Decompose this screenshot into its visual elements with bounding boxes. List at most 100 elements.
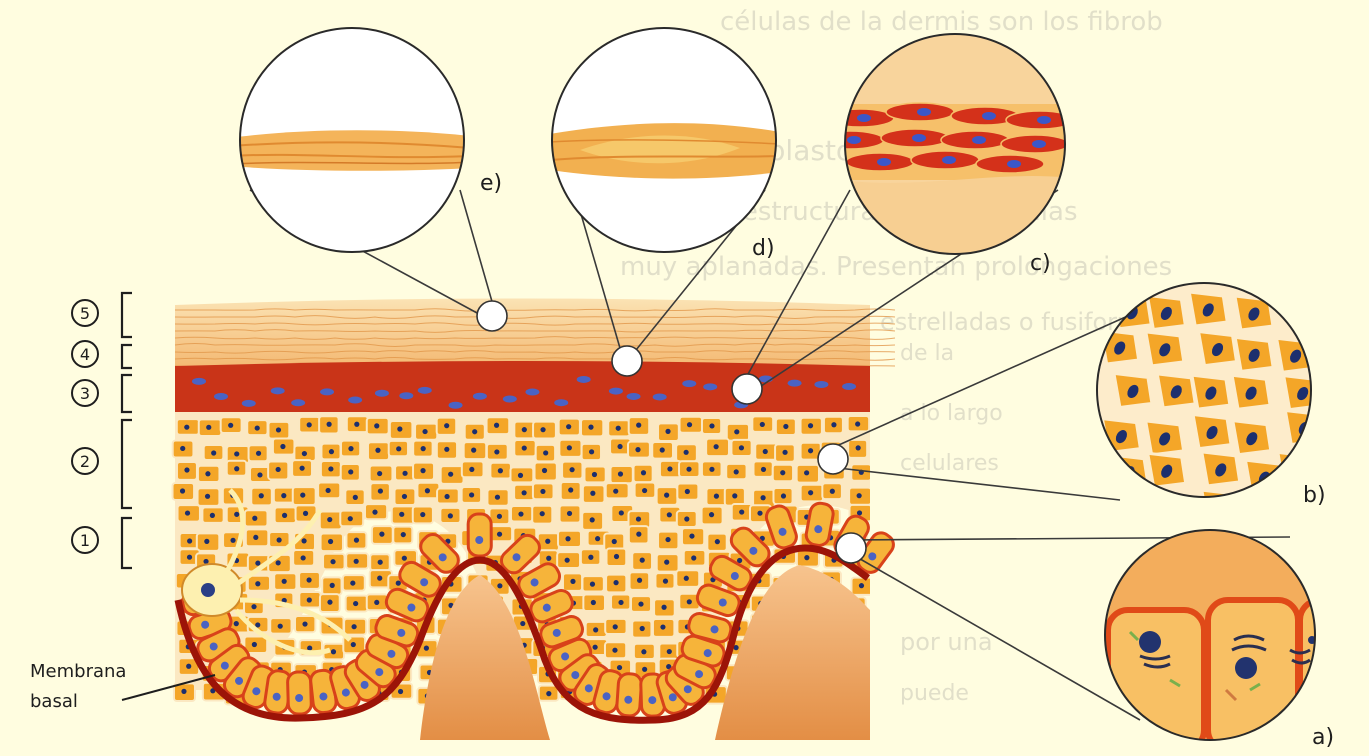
spinous-nucleus: [613, 580, 618, 585]
bg-text-line: celulares: [900, 451, 999, 476]
spinous-nucleus: [184, 467, 189, 472]
spinous-nucleus: [804, 555, 809, 560]
spinous-nucleus: [301, 555, 306, 560]
spinous-nucleus: [760, 422, 765, 427]
spinous-nucleus: [252, 642, 257, 647]
spinous-nucleus: [375, 448, 380, 453]
spinous-nucleus: [588, 555, 593, 560]
spinous-nucleus: [444, 447, 449, 452]
layer-1-badge: 1: [72, 527, 98, 553]
spinous-nucleus: [421, 446, 426, 451]
granular-nucleus: [525, 389, 539, 396]
spinous-nucleus: [181, 689, 186, 694]
spinous-nucleus: [641, 470, 646, 475]
spinous-nucleus: [402, 556, 407, 561]
basal-cell: [287, 672, 311, 715]
callout-label-e: e): [480, 171, 502, 196]
spinous-nucleus: [540, 489, 545, 494]
spinous-nucleus: [353, 601, 358, 606]
spinous-nucleus: [522, 427, 527, 432]
spinous-nucleus: [781, 493, 786, 498]
basal-cell: [616, 673, 642, 716]
spinous-nucleus: [640, 558, 645, 563]
granular-nucleus: [375, 390, 389, 397]
granular-cell-nucleus: [917, 108, 931, 116]
granular-nucleus: [503, 396, 517, 403]
spinous-nucleus: [592, 472, 597, 477]
granular-nucleus: [291, 399, 305, 406]
spinous-nucleus: [374, 600, 379, 605]
spinous-nucleus: [689, 533, 694, 538]
spinous-nucleus: [540, 427, 545, 432]
spinous-nucleus: [660, 624, 665, 629]
spinous-nucleus: [732, 493, 737, 498]
spinous-nucleus: [635, 447, 640, 452]
spinous-nucleus: [715, 539, 720, 544]
spinous-nucleus: [546, 691, 551, 696]
spinous-nucleus: [444, 423, 449, 428]
spinous-nucleus: [686, 467, 691, 472]
spinous-nucleus: [691, 555, 696, 560]
layer-2-badge: 2: [72, 448, 98, 474]
marker-c: [732, 374, 762, 404]
spinous-nucleus: [616, 426, 621, 431]
bg-text-line: de la: [900, 341, 954, 366]
marker-d: [612, 346, 642, 376]
layer-4-number: 4: [80, 345, 90, 364]
granular-nucleus: [703, 383, 717, 390]
spinous-nucleus: [180, 446, 185, 451]
spinous-nucleus: [277, 537, 282, 542]
spinous-cell-large: [1150, 491, 1188, 525]
spinous-nucleus: [379, 532, 384, 537]
spinous-nucleus: [328, 539, 333, 544]
spinous-nucleus: [714, 494, 719, 499]
spinous-nucleus: [494, 423, 499, 428]
granular-nucleus: [348, 397, 362, 404]
spinous-nucleus: [804, 470, 809, 475]
spinous-nucleus: [660, 447, 665, 452]
spinous-nucleus: [687, 599, 692, 604]
spinous-nucleus: [612, 539, 617, 544]
spinous-nucleus: [808, 490, 813, 495]
melanocyte-nucleus: [201, 583, 215, 597]
spinous-nucleus: [520, 621, 525, 626]
spinous-nucleus: [471, 448, 476, 453]
spinous-nucleus: [257, 472, 262, 477]
granular-cell-nucleus: [942, 156, 956, 164]
spinous-nucleus: [709, 512, 714, 517]
spinous-nucleus: [808, 423, 813, 428]
granular-nucleus: [554, 399, 568, 406]
magnified-view-b: [1097, 283, 1327, 532]
spinous-nucleus: [665, 537, 670, 542]
spinous-nucleus: [302, 621, 307, 626]
spinous-nucleus: [330, 559, 335, 564]
spinous-nucleus: [422, 429, 427, 434]
spinous-nucleus: [256, 451, 261, 456]
spinous-nucleus: [396, 446, 401, 451]
spinous-nucleus: [281, 493, 286, 498]
spinous-nucleus: [402, 471, 407, 476]
spinous-cell-large: [1110, 455, 1148, 489]
spinous-nucleus: [640, 626, 645, 631]
spinous-nucleus: [234, 621, 239, 626]
spinous-nucleus: [595, 536, 600, 541]
spinous-nucleus: [642, 488, 647, 493]
bg-text-line: por una: [900, 628, 993, 656]
spinous-nucleus: [739, 509, 744, 514]
granular-nucleus: [418, 387, 432, 394]
spinous-nucleus: [424, 646, 429, 651]
spinous-nucleus: [354, 422, 359, 427]
basal-cell: [468, 514, 491, 556]
spinous-nucleus: [780, 470, 785, 475]
spinous-nucleus: [568, 487, 573, 492]
spinous-nucleus: [763, 449, 768, 454]
spinous-nucleus: [734, 469, 739, 474]
spinous-nucleus: [448, 472, 453, 477]
spinous-nucleus: [377, 576, 382, 581]
spinous-nucleus: [565, 536, 570, 541]
spinous-nucleus: [641, 649, 646, 654]
granular-nucleus: [814, 381, 828, 388]
spinous-nucleus: [330, 583, 335, 588]
spinous-nucleus: [397, 426, 402, 431]
